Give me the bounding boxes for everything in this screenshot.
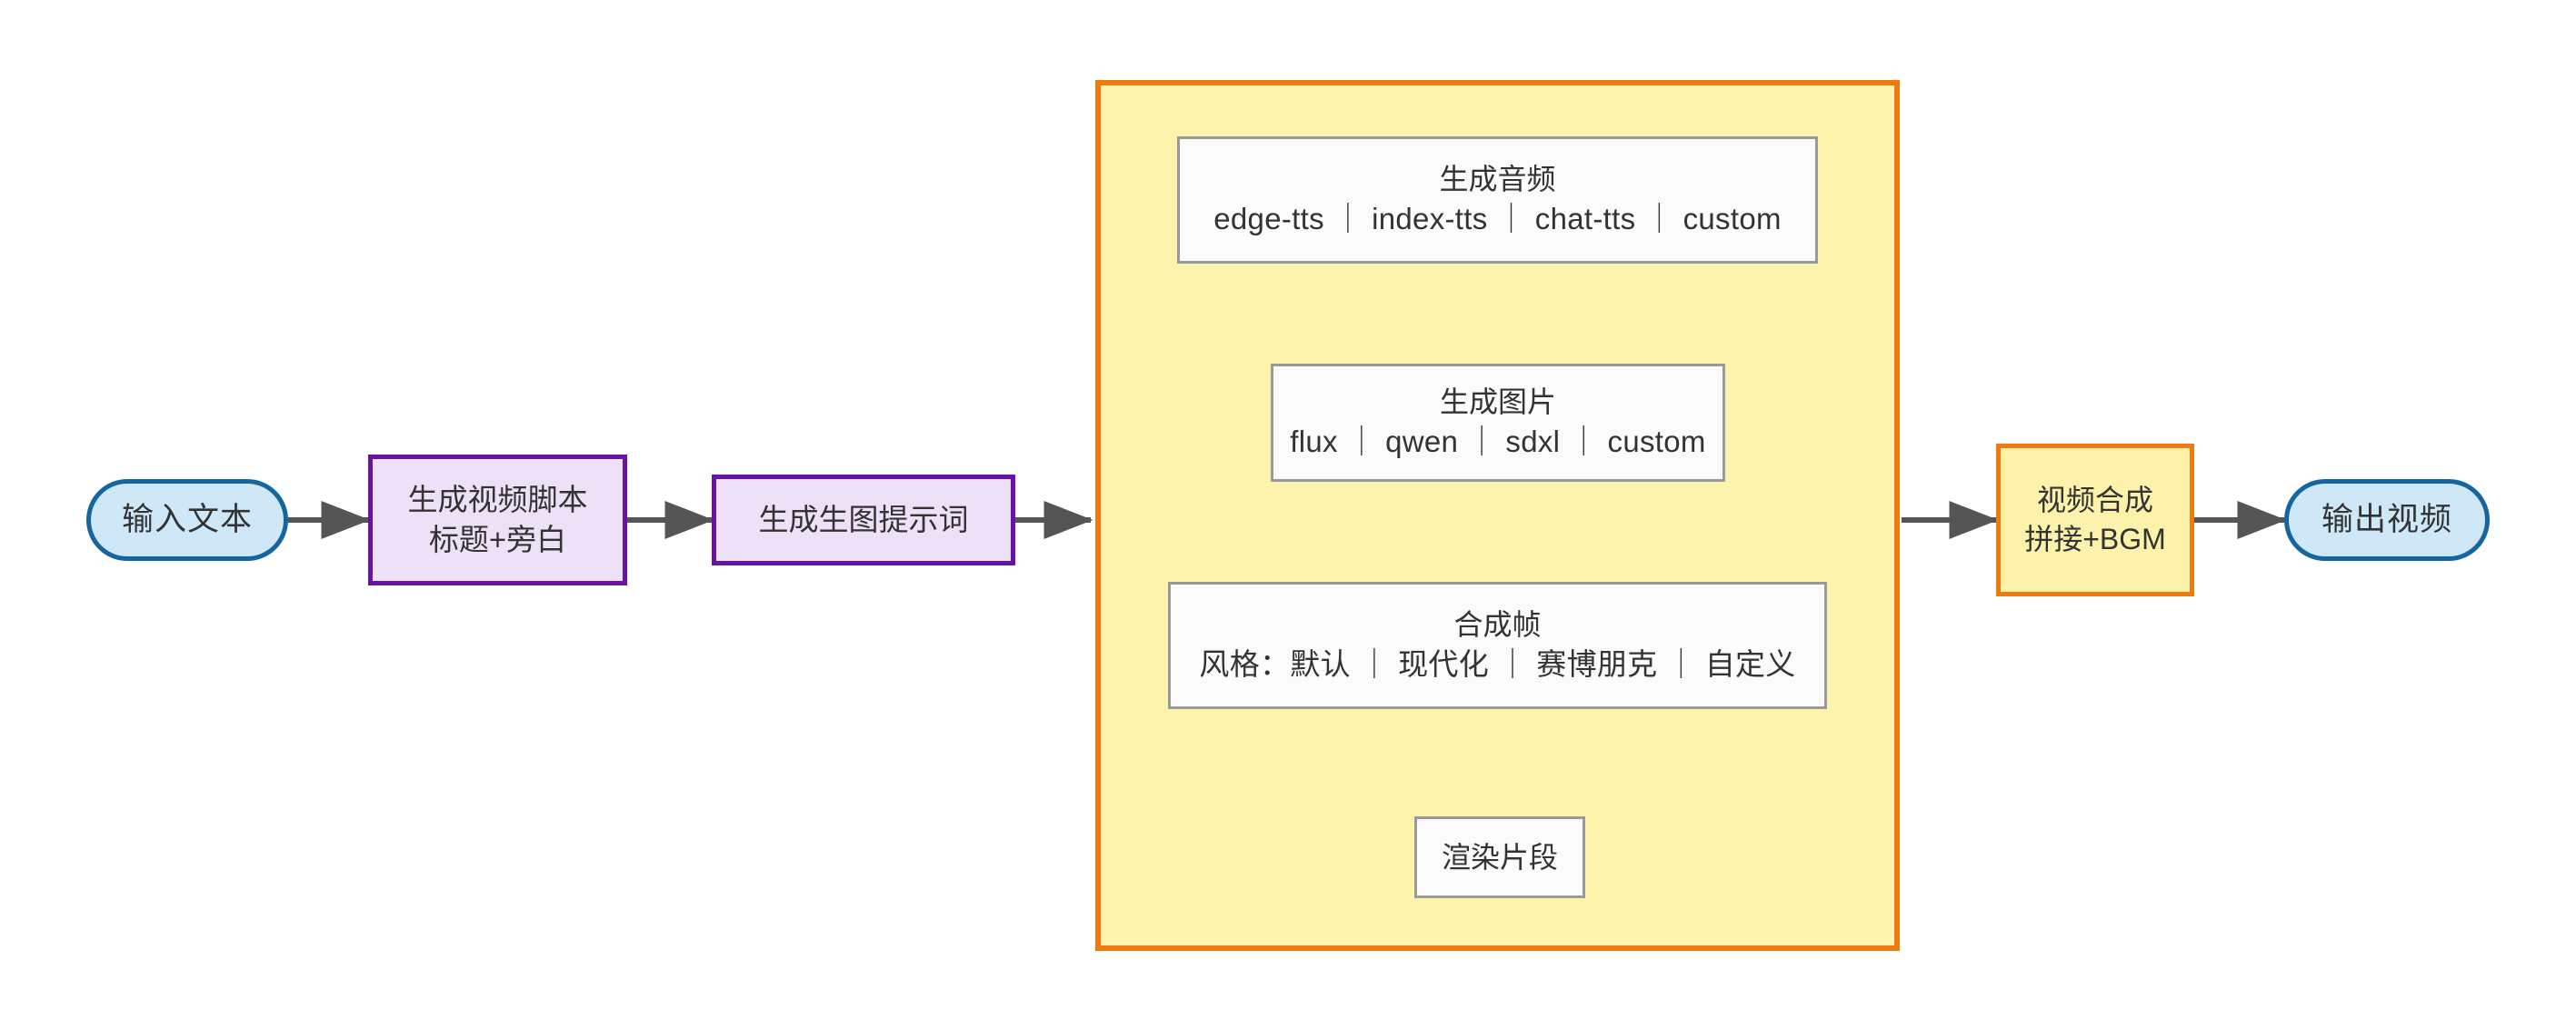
node-generate-image-line2: flux ｜ qwen ｜ sdxl ｜ custom xyxy=(1290,425,1706,459)
node-generate-audio[interactable]: 生成音频 edge-tts ｜ index-tts ｜ chat-tts ｜ c… xyxy=(1177,136,1818,264)
node-output-video[interactable]: 输出视频 xyxy=(2284,479,2490,561)
node-render-clip-label: 渲染片段 xyxy=(1441,840,1558,874)
node-generate-video-script[interactable]: 生成视频脚本 标题+旁白 xyxy=(368,455,627,585)
node-generate-image-prompt[interactable]: 生成生图提示词 xyxy=(712,475,1015,565)
node-generate-image-prompt-label: 生成生图提示词 xyxy=(758,502,969,536)
node-input-text-label: 输入文本 xyxy=(121,501,253,537)
node-generate-image[interactable]: 生成图片 flux ｜ qwen ｜ sdxl ｜ custom xyxy=(1271,364,1725,482)
node-compose-frame-line1: 合成帧 xyxy=(1453,608,1542,642)
node-input-text[interactable]: 输入文本 xyxy=(86,479,288,561)
node-compose-frame[interactable]: 合成帧 风格：默认 ｜ 现代化 ｜ 赛博朋克 ｜ 自定义 xyxy=(1168,582,1827,709)
node-generate-audio-line1: 生成音频 xyxy=(1439,163,1556,196)
node-compose-frame-line2: 风格：默认 ｜ 现代化 ｜ 赛博朋克 ｜ 自定义 xyxy=(1199,647,1796,682)
node-video-synthesis[interactable]: 视频合成 拼接+BGM xyxy=(1996,444,2194,596)
node-video-synthesis-line2: 拼接+BGM xyxy=(2024,523,2166,555)
node-generate-video-script-line2: 标题+旁白 xyxy=(428,523,567,556)
node-output-video-label: 输出视频 xyxy=(2321,501,2452,537)
node-generate-video-script-line1: 生成视频脚本 xyxy=(407,482,588,516)
node-video-synthesis-line1: 视频合成 xyxy=(2036,484,2153,517)
node-generate-audio-line2: edge-tts ｜ index-tts ｜ chat-tts ｜ custom xyxy=(1213,202,1782,236)
node-render-clip[interactable]: 渲染片段 xyxy=(1414,816,1585,898)
node-generate-image-line1: 生成图片 xyxy=(1439,385,1556,419)
